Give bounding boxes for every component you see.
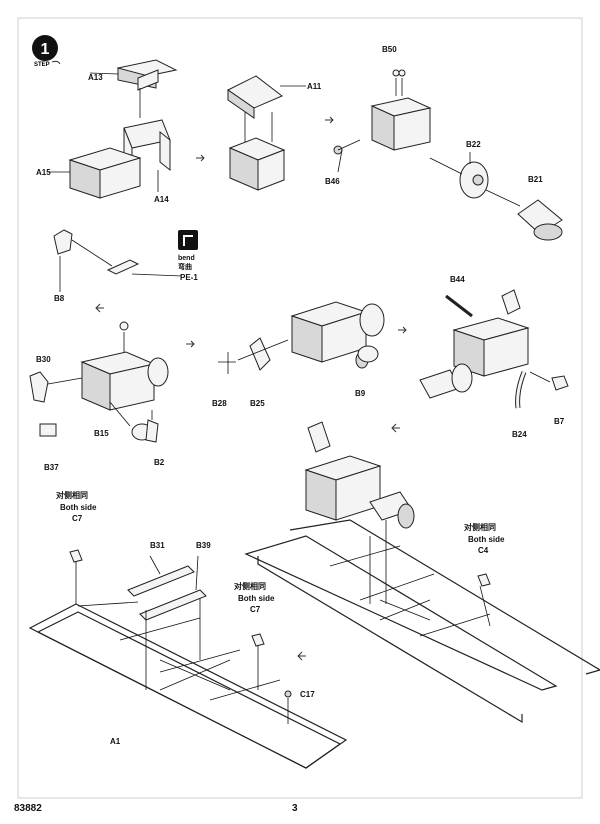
label-bend-cn: 弯曲	[178, 262, 192, 271]
assembly-chassis-frame	[28, 549, 348, 769]
assembly-engine-on-chassis	[244, 421, 600, 724]
assembly-a13-a15	[48, 59, 178, 199]
flow-arrow	[297, 651, 306, 661]
label-a15: A15	[36, 168, 51, 177]
step-badge: 1 STEP	[32, 35, 61, 68]
label-b50: B50	[382, 45, 397, 54]
label-a13: A13	[88, 73, 103, 82]
label-c7-mid: C7	[250, 605, 261, 614]
assembly-engine-mid	[218, 301, 385, 374]
label-c17: C17	[300, 690, 315, 699]
label-b28: B28	[212, 399, 227, 408]
label-b15: B15	[94, 429, 109, 438]
flow-arrow	[196, 154, 205, 162]
footer-kit-number: 83882	[14, 803, 42, 814]
label-b25: B25	[250, 399, 265, 408]
step-number: 1	[41, 41, 50, 58]
step-label: STEP	[34, 62, 50, 68]
page-border	[17, 17, 583, 799]
label-b21: B21	[528, 175, 543, 184]
flow-arrow	[186, 340, 195, 348]
label-pe1: PE-1	[180, 273, 198, 282]
flow-arrow	[95, 303, 104, 313]
label-b7: B7	[554, 417, 565, 426]
note-both-en-left: Both side	[60, 503, 97, 512]
label-a1: A1	[110, 737, 121, 746]
label-c7-left: C7	[72, 514, 83, 523]
label-b39: B39	[196, 541, 211, 550]
label-b9: B9	[355, 389, 366, 398]
footer-page-number: 3	[292, 803, 298, 814]
assembly-b8-pe1	[53, 229, 198, 292]
label-b22: B22	[466, 140, 481, 149]
flow-arrow	[391, 423, 400, 433]
label-b46: B46	[325, 177, 340, 186]
label-b24: B24	[512, 430, 527, 439]
note-both-cn-mid: 对侧相同	[234, 581, 266, 591]
label-b44: B44	[450, 275, 465, 284]
label-b37: B37	[44, 463, 59, 472]
label-b31: B31	[150, 541, 165, 550]
bend-icon	[178, 230, 198, 250]
note-both-cn-right: 对侧相同	[464, 522, 496, 532]
note-both-en-right: Both side	[468, 535, 505, 544]
flow-arrow	[398, 326, 407, 334]
flow-arrow	[325, 116, 334, 124]
assembly-engine-lower	[29, 321, 169, 443]
assembly-engine-right	[419, 289, 569, 409]
note-both-cn-left: 对侧相同	[56, 490, 88, 500]
note-both-en-mid: Both side	[238, 594, 275, 603]
label-b2: B2	[154, 458, 165, 467]
label-bend-en: bend	[178, 255, 195, 262]
label-b8: B8	[54, 294, 65, 303]
label-b30: B30	[36, 355, 51, 364]
label-a11: A11	[307, 82, 322, 91]
label-c4: C4	[478, 546, 489, 555]
label-a14: A14	[154, 195, 169, 204]
assembly-engine-b21	[333, 69, 563, 241]
assembly-a11	[227, 75, 306, 191]
